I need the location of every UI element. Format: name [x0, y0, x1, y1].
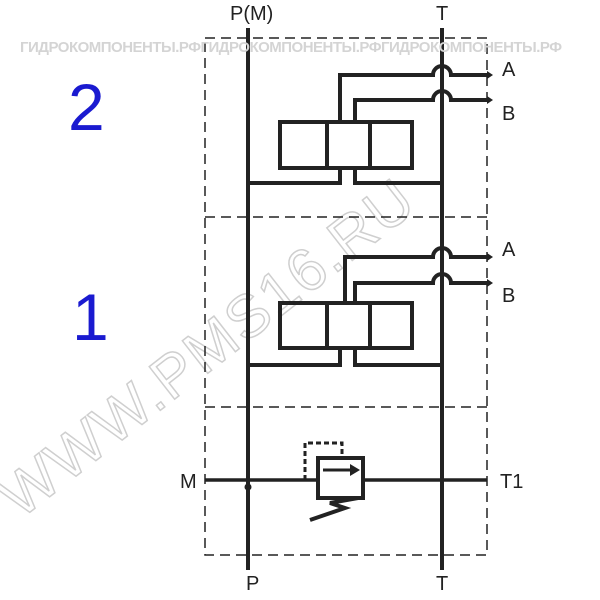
relief-valve	[205, 441, 487, 522]
port-label-t1: T1	[500, 471, 523, 493]
port-label-a2: A	[502, 59, 516, 81]
junction-dot	[244, 483, 252, 491]
directional-valve-1	[248, 246, 487, 367]
port-label-a1: A	[502, 239, 516, 261]
section-number-1: 1	[72, 280, 109, 354]
arrow-icon	[487, 96, 493, 104]
section-number-2: 2	[68, 70, 105, 144]
watermark-rows: ГИДРОКОМПОНЕНТЫ.РФГИДРОКОМПОНЕНТЫ.РФГИДР…	[20, 38, 562, 57]
directional-valve-2	[248, 64, 487, 185]
port-label-b1: B	[502, 285, 515, 307]
port-label-b2: B	[502, 103, 515, 125]
port-label-t-top: T	[436, 3, 448, 25]
arrow-icon	[487, 71, 493, 79]
watermark-row: ГИДРОКОМПОНЕНТЫ.РФГИДРОКОМПОНЕНТЫ.РФГИДР…	[20, 39, 562, 56]
flow-arrow-icon	[350, 464, 360, 476]
port-label-p-bottom: P	[246, 573, 259, 595]
arrow-icon	[487, 253, 493, 261]
port-label-pm: P(M)	[230, 3, 273, 25]
port-label-m: M	[180, 471, 197, 493]
port-label-t-bottom: T	[436, 573, 448, 595]
arrow-icon	[487, 279, 493, 287]
